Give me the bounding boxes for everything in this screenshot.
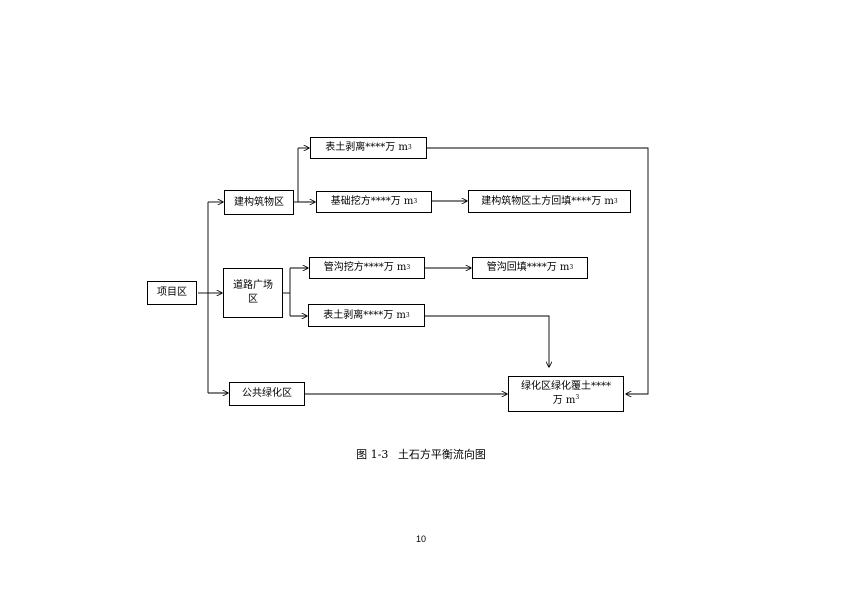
node-project-area: 项目区 (147, 281, 197, 305)
node-green-cover-soil: 绿化区绿化覆土**** 万 m3 (508, 376, 624, 412)
node-road-square-area: 道路广场区 (223, 268, 283, 318)
green-cover-line-1: 绿化区绿化覆土**** (521, 381, 611, 392)
figure-number: 图 1-3 (356, 448, 389, 461)
arrow-topsoil-1-to-green-cover (427, 147, 649, 394)
figure-caption: 图 1-3 土石方平衡流向图 (0, 446, 842, 462)
node-public-green-area: 公共绿化区 (229, 382, 305, 406)
arrow-topsoil-2-to-green-cover (425, 315, 549, 367)
green-cover-line-2: 万 m3 (552, 394, 580, 407)
node-building-area: 建构筑物区 (224, 190, 294, 215)
page-number: 10 (415, 534, 426, 544)
figure-title: 土石方平衡流向图 (397, 448, 486, 461)
